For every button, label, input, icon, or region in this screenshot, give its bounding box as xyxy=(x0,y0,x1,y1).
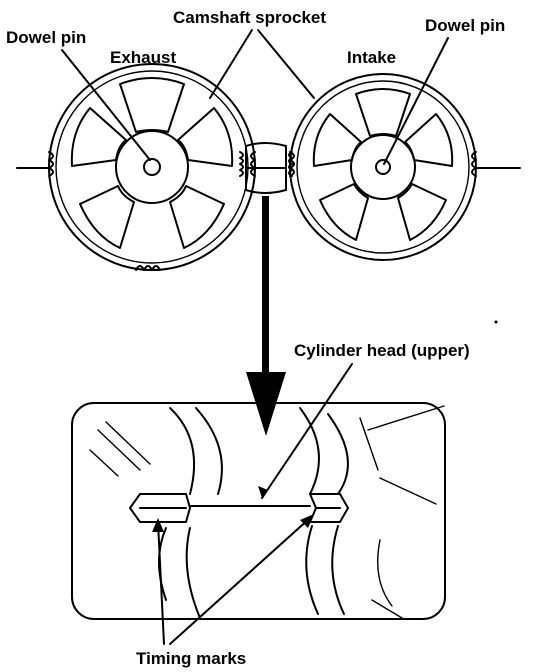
timing-marks-leader-right xyxy=(169,517,311,645)
down-arrow xyxy=(246,196,286,436)
timing-marks-leader-left xyxy=(157,521,165,645)
cylinder-head-panel xyxy=(71,402,446,620)
exhaust-label: Exhaust xyxy=(110,48,176,67)
dowel-pin-right-label: Dowel pin xyxy=(425,16,505,35)
timing-marks xyxy=(129,493,349,523)
dowel-pin-left-label: Dowel pin xyxy=(6,28,86,47)
sprocket-connector xyxy=(239,142,293,194)
camshaft-sprocket-leader-left xyxy=(209,29,253,99)
camshaft-sprocket-leader-right xyxy=(257,29,315,99)
timing-marks-label: Timing marks xyxy=(136,649,246,668)
exhaust-sprocket xyxy=(48,63,256,271)
cylinder-head-label: Cylinder head (upper) xyxy=(294,341,470,360)
dowel-pin-right-leader xyxy=(383,37,449,165)
camshaft-sprocket-label: Camshaft sprocket xyxy=(173,8,326,27)
cylinder-head-leader xyxy=(261,363,353,499)
intake-sprocket xyxy=(289,73,477,261)
intake-label: Intake xyxy=(347,48,396,67)
dowel-pin-left-leader xyxy=(61,49,151,161)
